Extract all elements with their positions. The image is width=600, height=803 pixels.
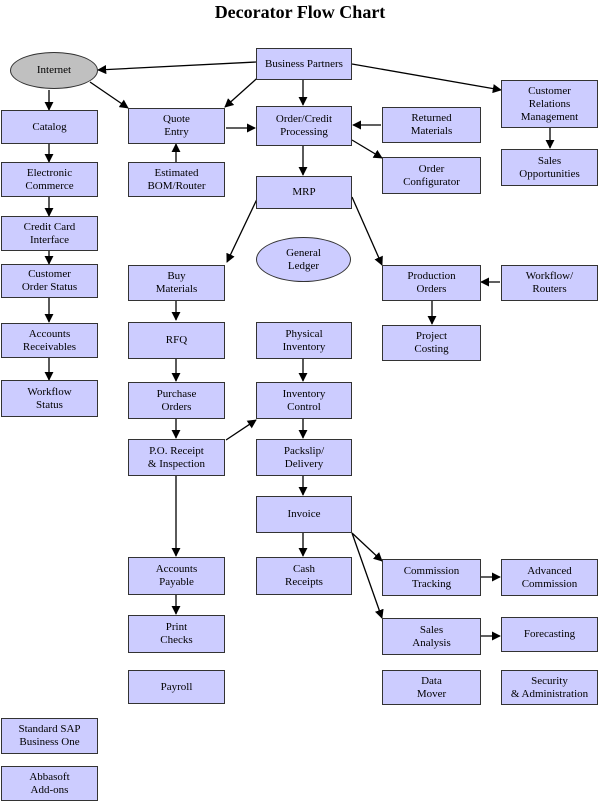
customer-order-status-node: Customer Order Status bbox=[1, 264, 98, 298]
mrp-node: MRP bbox=[256, 176, 352, 209]
security-admin-node: Security & Administration bbox=[501, 670, 598, 705]
estimated-bom-node: Estimated BOM/Router bbox=[128, 162, 225, 197]
arrow-invoice-commission bbox=[351, 532, 383, 562]
electronic-commerce-node: Electronic Commerce bbox=[1, 162, 98, 197]
arrow-invoice-sales bbox=[351, 532, 384, 619]
credit-card-node: Credit Card Interface bbox=[1, 216, 98, 251]
legend-standard-sap: Standard SAP Business One bbox=[1, 718, 98, 754]
legend-abbasoft: Abbasoft Add-ons bbox=[1, 766, 98, 801]
payroll-node: Payroll bbox=[128, 670, 225, 704]
workflow-routers-node: Workflow/ Routers bbox=[501, 265, 598, 301]
production-orders-node: Production Orders bbox=[382, 265, 481, 301]
arrow-receipt-inventory bbox=[225, 419, 257, 441]
general-ledger-node: General Ledger bbox=[256, 237, 351, 282]
arrow-order-configurator bbox=[351, 139, 383, 159]
order-credit-node: Order/Credit Processing bbox=[256, 106, 352, 146]
accounts-payable-node: Accounts Payable bbox=[128, 557, 225, 595]
customer-relations-node: Customer Relations Management bbox=[501, 80, 598, 128]
inventory-control-node: Inventory Control bbox=[256, 382, 352, 419]
chart-title: Decorator Flow Chart bbox=[214, 2, 386, 22]
accounts-receivables-node: Accounts Receivables bbox=[1, 323, 98, 358]
arrow-mrp-buy bbox=[226, 196, 259, 263]
internet-node: Internet bbox=[10, 52, 98, 89]
project-costing-node: Project Costing bbox=[382, 325, 481, 361]
buy-materials-node: Buy Materials bbox=[128, 265, 225, 301]
purchase-orders-node: Purchase Orders bbox=[128, 382, 225, 419]
rfq-node: RFQ bbox=[128, 322, 225, 359]
catalog-node: Catalog bbox=[1, 110, 98, 144]
arrow-mrp-production bbox=[351, 196, 383, 266]
data-mover-node: Data Mover bbox=[382, 670, 481, 705]
workflow-status-node: Workflow Status bbox=[1, 380, 98, 417]
sales-opportunities-node: Sales Opportunities bbox=[501, 149, 598, 186]
print-checks-node: Print Checks bbox=[128, 615, 225, 653]
packslip-node: Packslip/ Delivery bbox=[256, 439, 352, 476]
sales-analysis-node: Sales Analysis bbox=[382, 618, 481, 655]
order-configurator-node: Order Configurator bbox=[382, 157, 481, 194]
arrow-bp-crm bbox=[351, 63, 502, 94]
advanced-commission-node: Advanced Commission bbox=[501, 559, 598, 596]
cash-receipts-node: Cash Receipts bbox=[256, 557, 352, 595]
invoice-node: Invoice bbox=[256, 496, 352, 533]
arrow-internet-quote bbox=[89, 81, 129, 109]
arrow-bp-internet bbox=[97, 61, 257, 75]
physical-inventory-node: Physical Inventory bbox=[256, 322, 352, 359]
business-partners-node: Business Partners bbox=[256, 48, 352, 80]
po-receipt-node: P.O. Receipt & Inspection bbox=[128, 439, 225, 476]
returned-materials-node: Returned Materials bbox=[382, 107, 481, 143]
quote-entry-node: Quote Entry bbox=[128, 108, 225, 144]
commission-tracking-node: Commission Tracking bbox=[382, 559, 481, 596]
forecasting-node: Forecasting bbox=[501, 617, 598, 652]
